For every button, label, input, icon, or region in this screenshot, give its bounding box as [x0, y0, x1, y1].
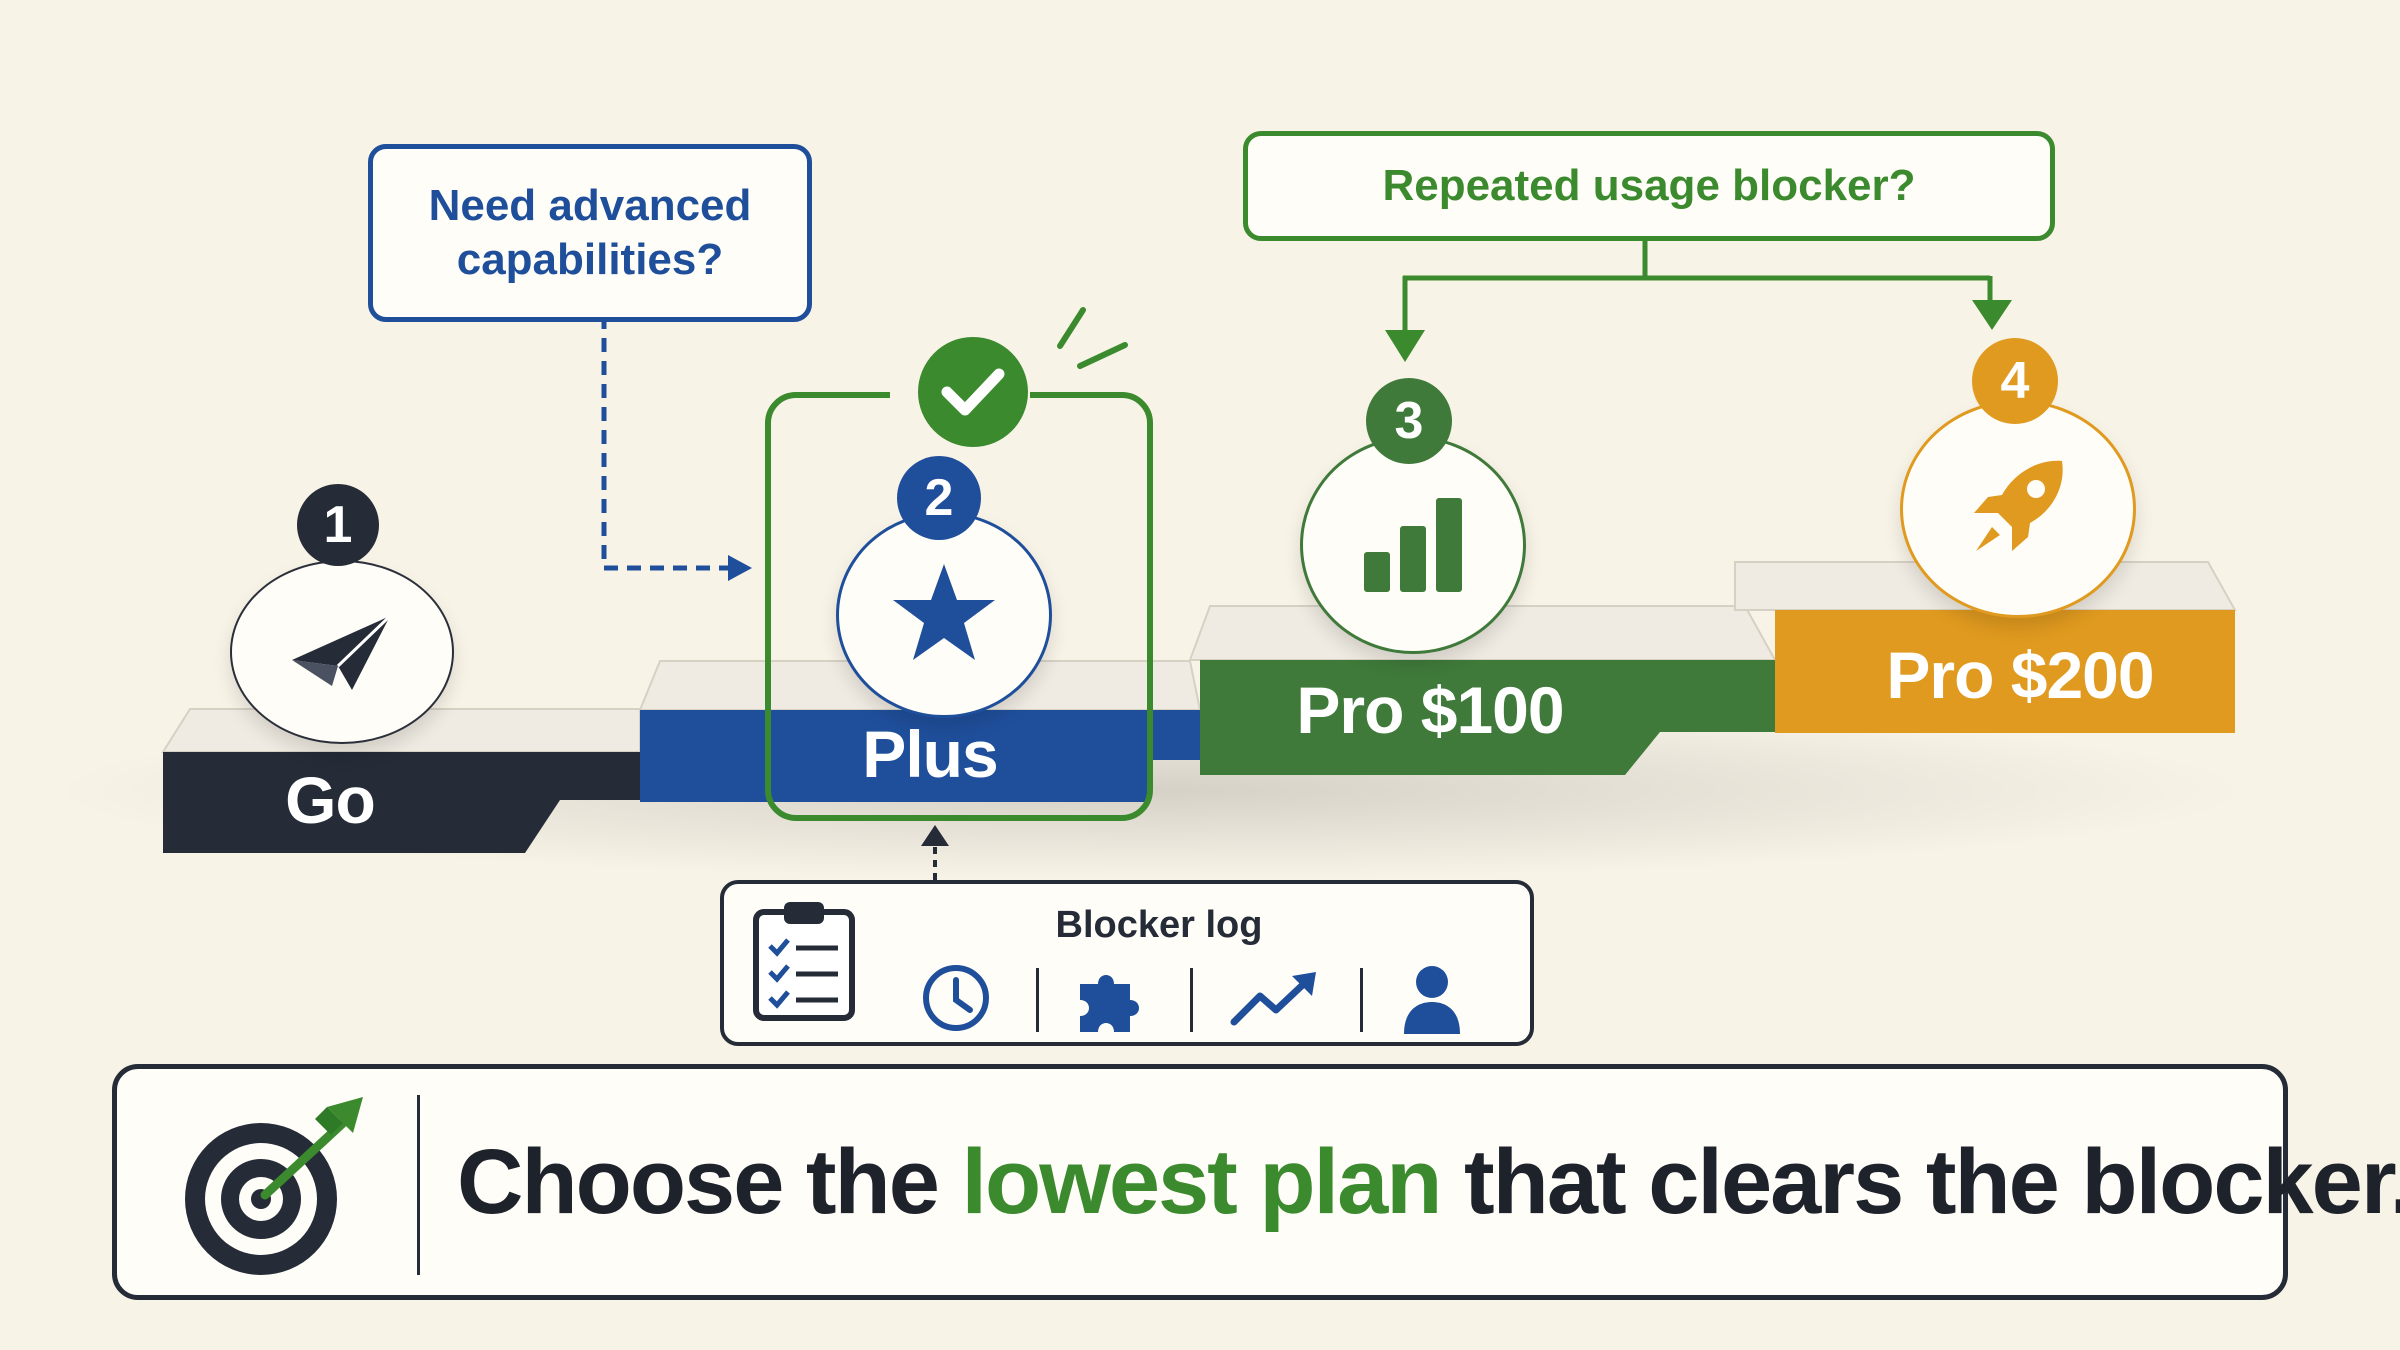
advanced-arrow-head: [728, 555, 752, 581]
divider: [1036, 968, 1039, 1032]
takeaway-banner: Choose the lowest plan that clears the b…: [112, 1064, 2400, 1300]
plan-label-pro-100: Pro $100: [1296, 673, 1564, 747]
blocker-log-panel: Blocker log: [720, 880, 1534, 1046]
plan-label-plus: Plus: [862, 717, 998, 791]
takeaway-text: Choose the lowest plan that clears the b…: [457, 1069, 2400, 1295]
plan-coin-pro-200: [1900, 400, 2136, 618]
puzzle-icon: [1074, 964, 1146, 1041]
plan-coin-pro-100: [1300, 436, 1526, 654]
usage-arrow-head-left: [1385, 330, 1425, 362]
advanced-arrow-line: [601, 315, 742, 571]
blocker-arrow-head: [921, 825, 949, 846]
takeaway-prefix: Choose the: [457, 1130, 940, 1233]
banner-divider: [417, 1095, 420, 1275]
plan-label-go: Go: [285, 763, 376, 837]
person-icon: [1400, 962, 1464, 1041]
check-icon: [918, 337, 1028, 447]
takeaway-highlight: lowest plan: [961, 1130, 1443, 1233]
paper-plane-icon: [282, 600, 402, 705]
clipboard-checklist-icon: [750, 898, 860, 1029]
advanced-callout-line1: Need advanced: [428, 181, 752, 230]
usage-callout-text: Repeated usage blocker?: [1382, 161, 1916, 210]
plan-number-2: 2: [897, 456, 981, 540]
rocket-icon: [1958, 447, 2078, 572]
advanced-callout-line2: capabilities?: [456, 235, 724, 284]
advanced-capabilities-callout: Need advanced capabilities?: [368, 144, 812, 322]
plan-coin-plus: [836, 512, 1052, 718]
divider: [1360, 968, 1363, 1032]
plan-number-3: 3: [1366, 378, 1452, 464]
plan-coin-go: [230, 560, 454, 744]
divider: [1190, 968, 1193, 1032]
trend-up-icon: [1230, 968, 1320, 1037]
clock-icon: [920, 962, 992, 1039]
plan-label-pro-200: Pro $200: [1886, 638, 2154, 712]
target-arrow-icon: [177, 1093, 377, 1288]
plan-number-4: 4: [1972, 338, 2058, 424]
usage-arrow-lines: [1402, 232, 1993, 332]
plan-number-1: 1: [297, 484, 379, 566]
bar-chart-icon: [1358, 488, 1468, 603]
star-icon: [889, 560, 999, 670]
usage-arrow-head-right: [1972, 300, 2012, 330]
usage-blocker-callout: Repeated usage blocker?: [1243, 131, 2055, 241]
takeaway-suffix: that clears the blocker.: [1464, 1130, 2400, 1233]
blocker-log-title: Blocker log: [1055, 904, 1263, 946]
